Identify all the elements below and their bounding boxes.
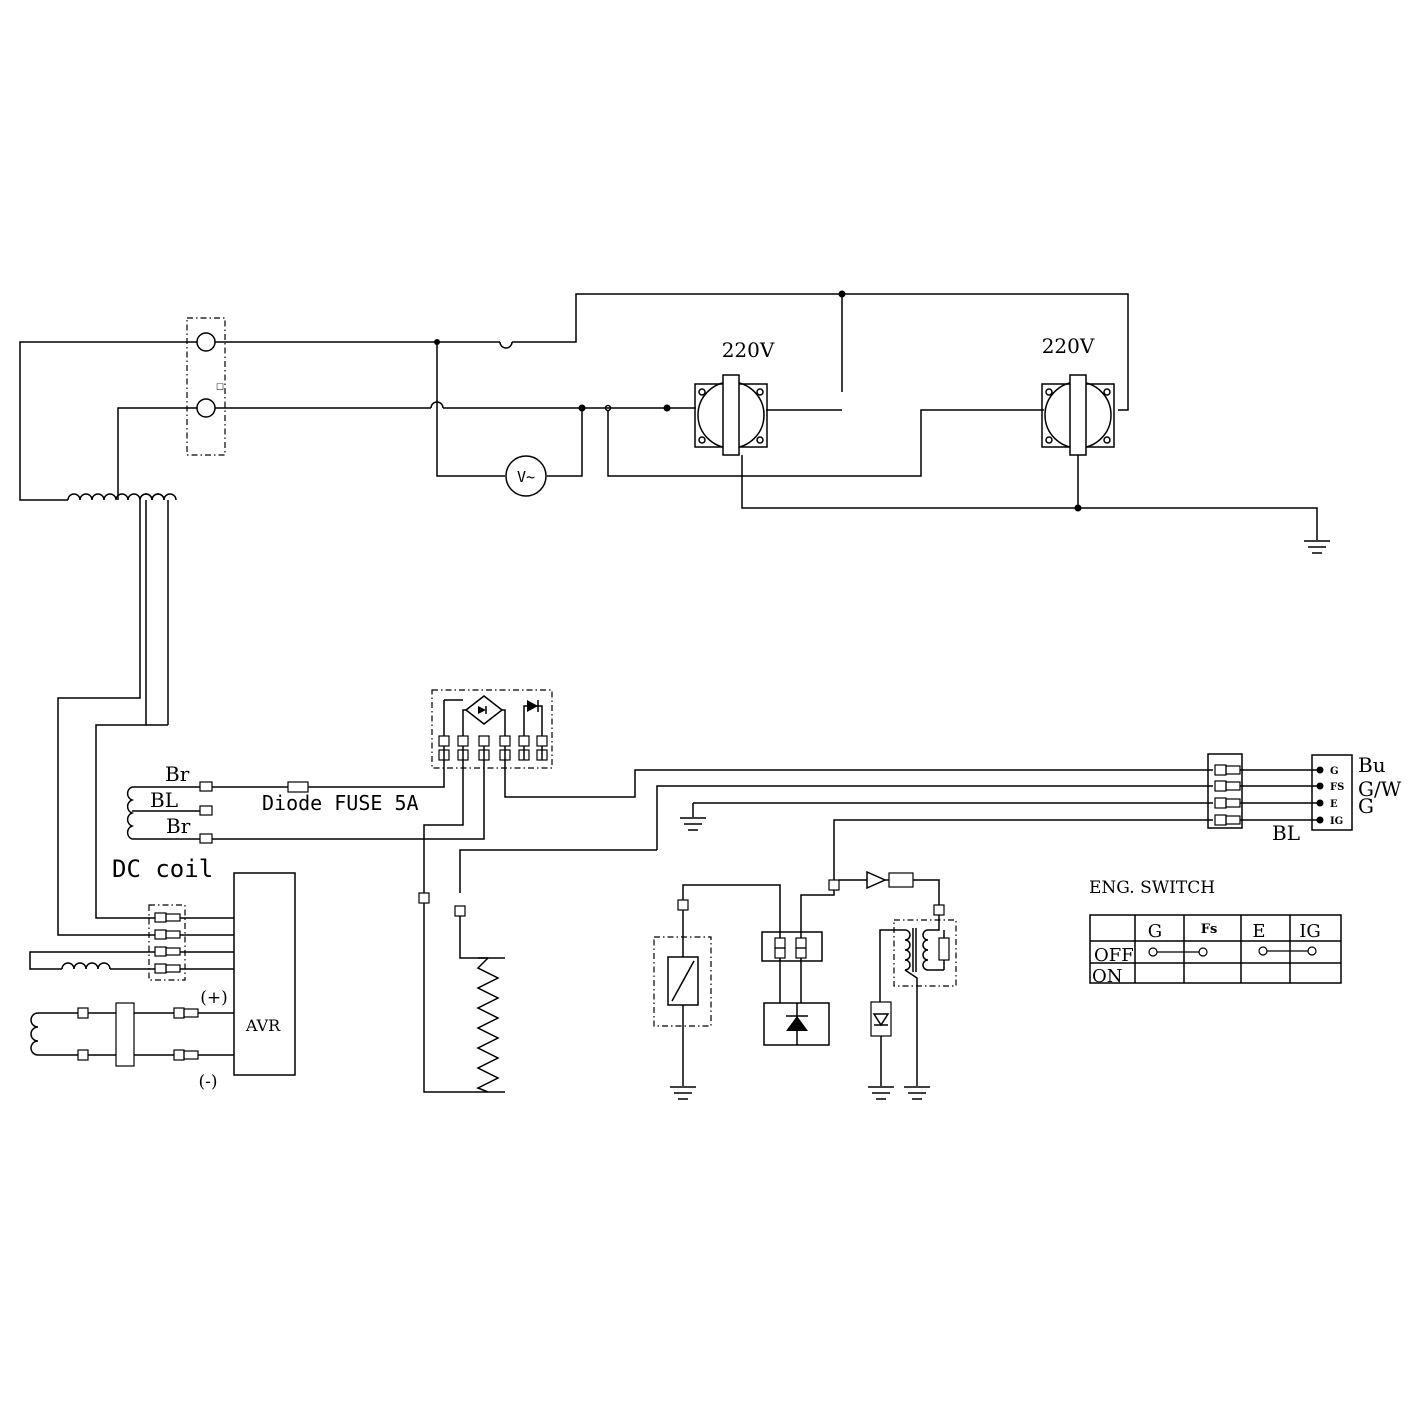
wire-label-g: G bbox=[1358, 794, 1374, 818]
avr-minus-label: (-) bbox=[198, 1072, 217, 1092]
ground-icon-ignition-1 bbox=[868, 1086, 894, 1100]
ignition-primary-coil bbox=[904, 929, 911, 971]
ignition-secondary-coil bbox=[922, 929, 929, 971]
ignition-coil-box bbox=[893, 919, 957, 987]
wire-main-2 bbox=[117, 407, 197, 500]
diode-arrow-icon bbox=[866, 870, 887, 890]
switch-connector bbox=[1207, 753, 1243, 829]
switch-pin-fs: FS bbox=[1330, 782, 1344, 793]
ground-bus bbox=[741, 455, 1318, 540]
wire-label-bl: BL bbox=[150, 788, 178, 812]
diode-icon bbox=[523, 700, 543, 736]
switch-table-title: ENG. SWITCH bbox=[1089, 878, 1215, 898]
switch-row-off: OFF bbox=[1094, 945, 1134, 966]
dc-coil-winding bbox=[126, 786, 135, 840]
main-terminal-block bbox=[186, 317, 226, 456]
switch-header-e: E bbox=[1252, 921, 1265, 942]
switch-header-fs: Fs bbox=[1201, 922, 1218, 937]
ignition-connector bbox=[761, 931, 823, 962]
ground-icon-sensor bbox=[670, 1086, 696, 1100]
field-coil bbox=[30, 1012, 39, 1056]
outlet-220v-right bbox=[1041, 374, 1115, 456]
engine-switch-box bbox=[1311, 754, 1353, 831]
spark-plug bbox=[938, 937, 950, 961]
wire-label-bu: Bu bbox=[1358, 753, 1386, 777]
exciter-wiring bbox=[57, 493, 169, 936]
wire-crossover-top bbox=[499, 341, 513, 349]
zener-diode-box bbox=[870, 1001, 892, 1037]
avr-plus-label: (+) bbox=[200, 988, 228, 1008]
bridge-rectifier-icon bbox=[443, 695, 506, 736]
dc-circuit: Br BL Br DC coil Diode FUSE 5A bbox=[112, 689, 1213, 1093]
ground-icon-top bbox=[1304, 540, 1330, 554]
terminal-circle-top bbox=[196, 332, 216, 352]
wire-line-top bbox=[512, 293, 1129, 411]
engine-switch-table: ENG. SWITCH G Fs E IG OFF ON bbox=[1089, 878, 1342, 987]
voltmeter bbox=[505, 455, 547, 497]
ac-output-circuit: ☐ V~ bbox=[19, 290, 1330, 554]
ground-icon-switch bbox=[680, 817, 706, 831]
terminal-circle-bottom bbox=[196, 398, 216, 418]
diode-fuse-label: Diode FUSE 5A bbox=[262, 791, 419, 815]
ground-icon-ignition-2 bbox=[904, 1086, 930, 1100]
switch-header-ig: IG bbox=[1299, 921, 1321, 942]
avr-label: AVR bbox=[245, 1016, 281, 1035]
rectifier-box bbox=[431, 689, 553, 769]
switch-header-g: G bbox=[1148, 921, 1162, 942]
charge-coil-zigzag bbox=[476, 957, 500, 1093]
outlet-left-voltage: 220V bbox=[722, 338, 775, 362]
outlet-220v-left bbox=[694, 374, 768, 456]
avr-connector bbox=[148, 904, 186, 981]
outlet-right-voltage: 220V bbox=[1042, 334, 1095, 358]
wire-label-bl-switch: BL bbox=[1272, 821, 1300, 845]
switch-pin-ig: IG bbox=[1330, 816, 1343, 827]
avr-module: AVR (+) (-) bbox=[29, 872, 296, 1092]
wire-label-gw: G/W bbox=[1358, 777, 1402, 801]
ignition-circuit bbox=[653, 870, 957, 1100]
exciter-coil bbox=[61, 962, 111, 970]
switch-row-on: ON bbox=[1092, 966, 1123, 987]
wire-label-br-top: Br bbox=[165, 762, 190, 786]
switch-pin-g: G bbox=[1330, 766, 1339, 777]
svg-text:☐: ☐ bbox=[216, 383, 224, 393]
switch-pin-e: E bbox=[1330, 799, 1338, 810]
resistor bbox=[888, 872, 914, 888]
voltmeter-label: V~ bbox=[517, 468, 535, 486]
wire-main-1 bbox=[19, 341, 197, 501]
slip-ring bbox=[115, 1002, 135, 1067]
engine-switch-wiring: G FS E IG Bu G/W G BL bbox=[656, 753, 1402, 880]
dc-coil-label: DC coil bbox=[112, 855, 213, 883]
wire-label-br-bottom: Br bbox=[166, 814, 191, 838]
